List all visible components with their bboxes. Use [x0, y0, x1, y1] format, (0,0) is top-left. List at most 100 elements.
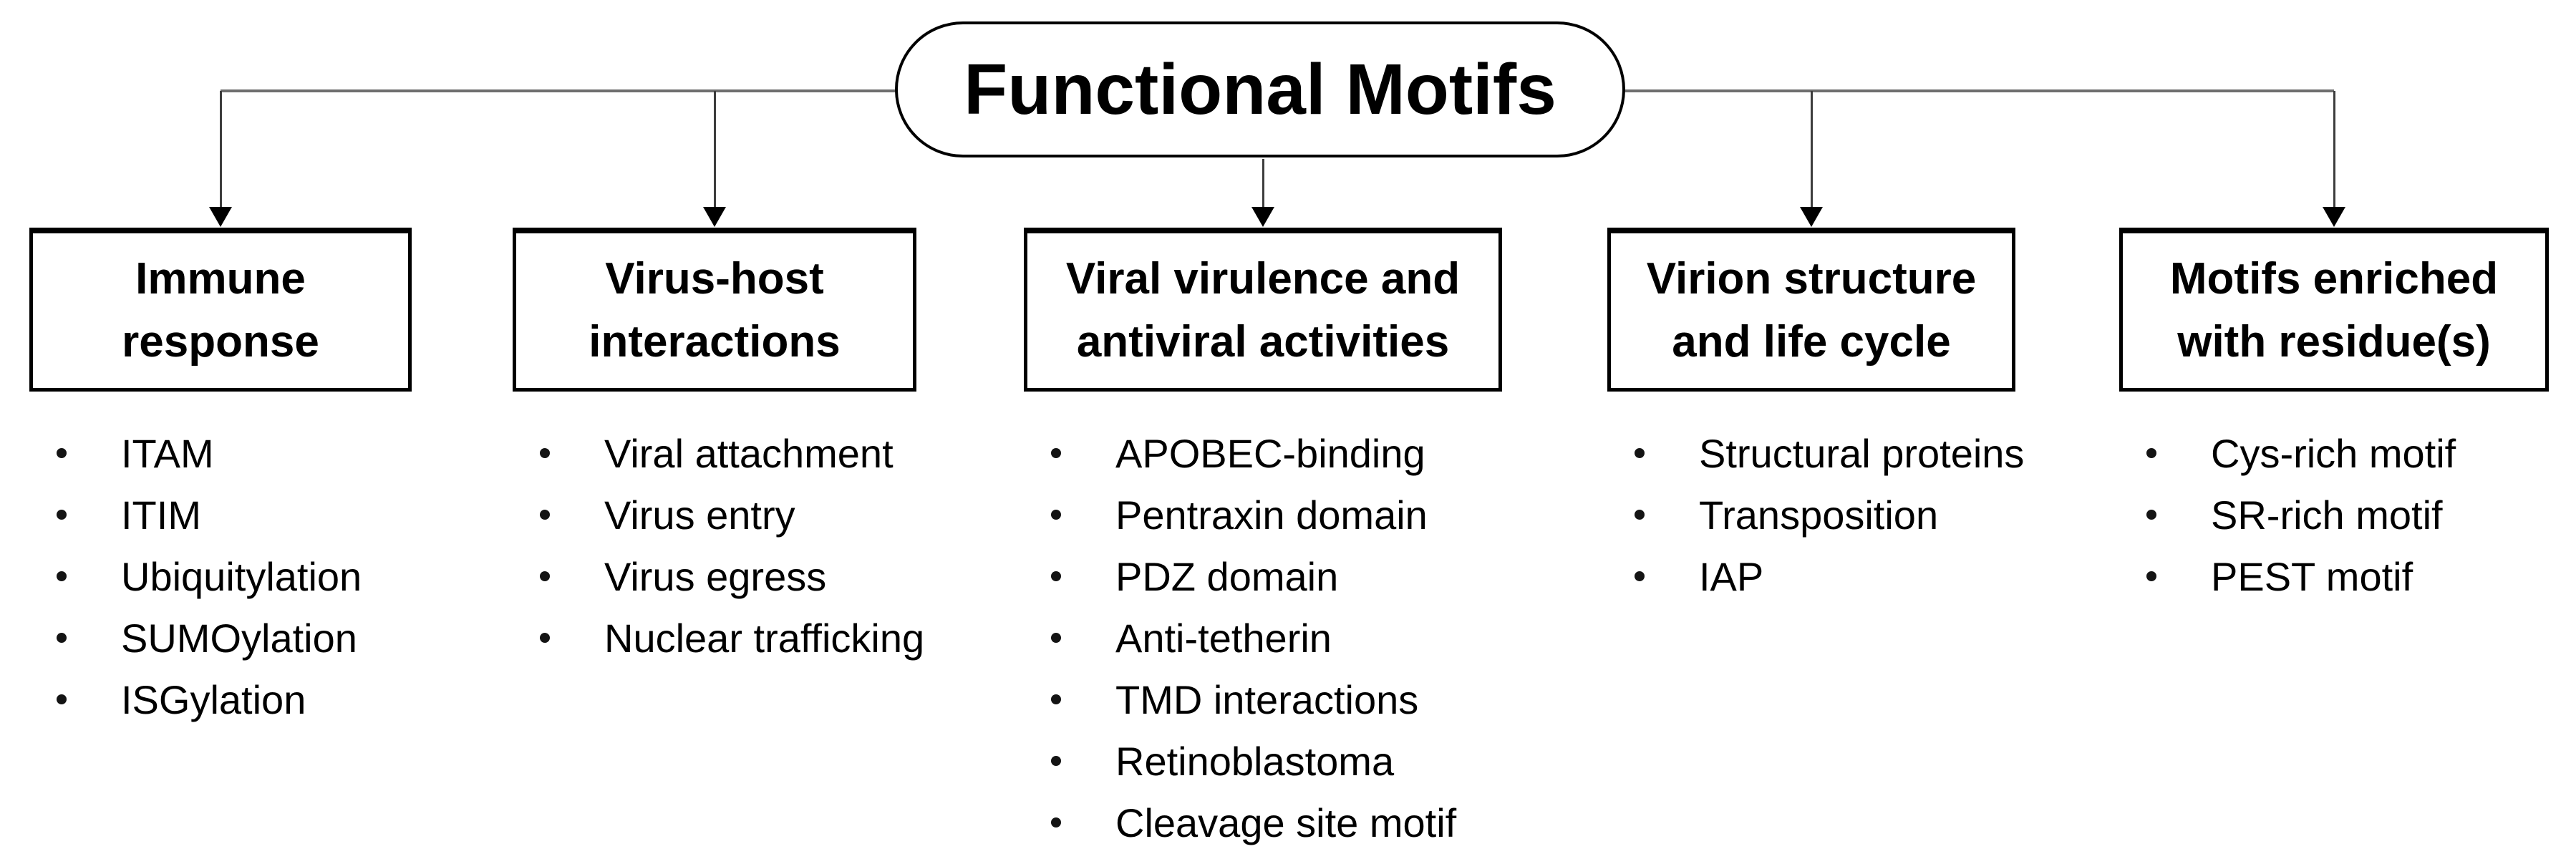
list-item: Retinoblastoma — [1051, 730, 1456, 792]
category-box-motifs-enriched-with-residue-s: Motifs enriched with residue(s) — [2119, 228, 2549, 392]
bullet-icon — [1051, 571, 1061, 581]
arrowhead-icon — [209, 207, 232, 227]
list-item: Transposition — [1635, 484, 2024, 545]
list-item-label: ITAM — [121, 430, 214, 476]
bullet-icon — [57, 448, 67, 458]
list-item: Nuclear trafficking — [540, 607, 924, 669]
list-item: ITIM — [57, 484, 362, 545]
list-item-label: ISGylation — [121, 676, 306, 722]
list-item: Virus egress — [540, 545, 924, 607]
connector-drop-line-viral-virulence-and-antiviral-activities — [1262, 159, 1264, 210]
list-item-label: APOBEC-binding — [1115, 430, 1425, 476]
list-item-label: SUMOylation — [121, 615, 357, 661]
root-node-label: Functional Motifs — [964, 49, 1556, 130]
category-title-line: Immune — [135, 253, 306, 304]
list-item-label: Virus egress — [604, 553, 827, 599]
bullet-icon — [540, 571, 550, 581]
connector-rail-right — [1625, 89, 2334, 92]
bullet-icon — [1635, 448, 1645, 458]
list-item: Ubiquitylation — [57, 545, 362, 607]
list-item-label: Virus entry — [604, 492, 795, 538]
list-item: Structural proteins — [1635, 422, 2024, 484]
bullet-icon — [2146, 571, 2156, 581]
list-item-label: PDZ domain — [1115, 553, 1339, 599]
bullet-icon — [1051, 694, 1061, 704]
bullet-icon — [2146, 448, 2156, 458]
list-item-label: TMD interactions — [1115, 676, 1419, 722]
list-item-label: Cys-rich motif — [2211, 430, 2456, 476]
category-title-line: Virion structure — [1646, 253, 1977, 304]
category-box-immune-response: Immune response — [29, 228, 412, 392]
bullet-icon — [57, 571, 67, 581]
bullet-icon — [57, 694, 67, 704]
list-item: Viral attachment — [540, 422, 924, 484]
bullet-icon — [1051, 817, 1061, 827]
bullet-icon — [57, 633, 67, 643]
category-title-line: and life cycle — [1672, 317, 1951, 367]
arrowhead-icon — [1251, 207, 1274, 227]
list-item-label: Anti-tetherin — [1115, 615, 1332, 661]
list-item-label: ITIM — [121, 492, 201, 538]
list-item: Pentraxin domain — [1051, 484, 1456, 545]
list-item-label: Cleavage site motif — [1115, 800, 1457, 845]
bullet-icon — [1051, 633, 1061, 643]
bullet-icon — [540, 448, 550, 458]
list-item-label: IAP — [1699, 553, 1764, 599]
list-item-label: Transposition — [1699, 492, 1939, 538]
category-box-virus-host-interactions: Virus-host interactions — [513, 228, 916, 392]
category-box-virion-structure-and-life-cycle: Virion structure and life cycle — [1607, 228, 2015, 392]
bullet-icon — [1051, 510, 1061, 520]
category-title-line: with residue(s) — [2177, 317, 2491, 367]
root-node-functional-motifs: Functional Motifs — [895, 21, 1625, 157]
arrowhead-icon — [703, 207, 726, 227]
bullet-icon — [2146, 510, 2156, 520]
list-item: Cleavage site motif — [1051, 792, 1456, 853]
list-item: PDZ domain — [1051, 545, 1456, 607]
arrowhead-icon — [1800, 207, 1823, 227]
connector-drop-line-virus-host-interactions — [713, 91, 716, 210]
list-item: ITAM — [57, 422, 362, 484]
list-item: ISGylation — [57, 669, 362, 730]
category-title-line: antiviral activities — [1076, 317, 1450, 367]
list-item: PEST motif — [2146, 545, 2456, 607]
list-item-label: Pentraxin domain — [1115, 492, 1428, 538]
bullet-icon — [1051, 448, 1061, 458]
list-item: SUMOylation — [57, 607, 362, 669]
list-item-label: Ubiquitylation — [121, 553, 362, 599]
bullet-icon — [1051, 756, 1061, 766]
list-item-label: SR-rich motif — [2211, 492, 2443, 538]
connector-drop-line-immune-response — [219, 91, 222, 210]
connector-drop-line-virion-structure-and-life-cycle — [1810, 91, 1813, 210]
connector-drop-line-motifs-enriched-with-residue-s — [2333, 91, 2335, 210]
list-item: IAP — [1635, 545, 2024, 607]
category-title-line: Motifs enriched — [2169, 253, 2499, 304]
arrowhead-icon — [2323, 207, 2345, 227]
list-item: APOBEC-binding — [1051, 422, 1456, 484]
bullet-icon — [1635, 510, 1645, 520]
bullet-icon — [540, 510, 550, 520]
bullet-icon — [57, 510, 67, 520]
list-item-label: Viral attachment — [604, 430, 894, 476]
list-item-label: Structural proteins — [1699, 430, 2025, 476]
category-box-viral-virulence-and-antiviral-activities: Viral virulence and antiviral activities — [1024, 228, 1502, 392]
list-item: Virus entry — [540, 484, 924, 545]
list-item-label: Retinoblastoma — [1115, 738, 1395, 784]
category-title-line: Viral virulence and — [1065, 253, 1461, 304]
list-item: TMD interactions — [1051, 669, 1456, 730]
category-title-line: Virus-host — [605, 253, 824, 304]
connector-rail-left — [221, 89, 895, 92]
bullet-icon — [540, 633, 550, 643]
category-title-line: response — [122, 317, 319, 367]
category-title-line: interactions — [589, 317, 841, 367]
list-item: Anti-tetherin — [1051, 607, 1456, 669]
bullet-icon — [1635, 571, 1645, 581]
list-item-label: Nuclear trafficking — [604, 615, 925, 661]
list-item: SR-rich motif — [2146, 484, 2456, 545]
list-item: Cys-rich motif — [2146, 422, 2456, 484]
